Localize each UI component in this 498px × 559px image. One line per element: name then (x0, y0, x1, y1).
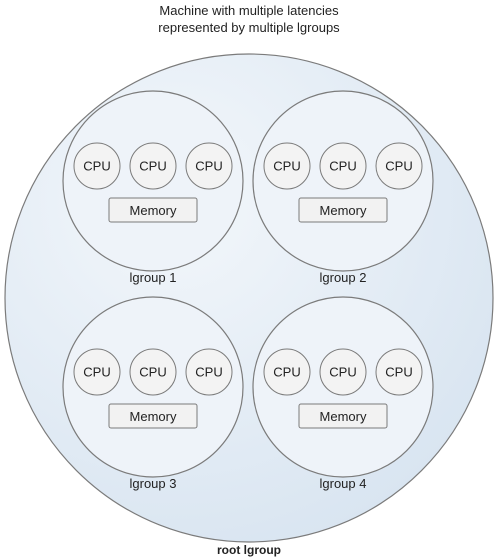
cpu-circle (263, 348, 311, 396)
lgroup-3: CPU CPU CPU Memory lgroup 3 (62, 296, 244, 491)
cpu-label: CPU (139, 159, 166, 174)
cpu-label: CPU (83, 365, 110, 380)
lgroup-label: lgroup 2 (320, 270, 367, 285)
cpu-circle (375, 348, 423, 396)
root-lgroup-label: root lgroup (217, 543, 281, 557)
memory-box (298, 403, 388, 429)
lgroups-layer: CPU CPU CPU Memory lgroup 1 CPU CPU CPU Memory lg… (62, 90, 434, 491)
cpu-label: CPU (385, 365, 412, 380)
cpu-label: CPU (385, 159, 412, 174)
memory-label: Memory (130, 203, 177, 218)
title-line-1: Machine with multiple latencies (159, 3, 339, 18)
cpu-label: CPU (139, 365, 166, 380)
memory-box (108, 403, 198, 429)
memory-label: Memory (320, 409, 367, 424)
cpu-circle (185, 142, 233, 190)
cpu-circle (319, 142, 367, 190)
cpu-label: CPU (273, 365, 300, 380)
cpu-label: CPU (273, 159, 300, 174)
cpu-circle (129, 348, 177, 396)
cpu-circle (185, 348, 233, 396)
title-line-2: represented by multiple lgroups (158, 20, 340, 35)
cpu-label: CPU (195, 159, 222, 174)
memory-box (108, 197, 198, 223)
cpu-circle (319, 348, 367, 396)
lgroup-label: lgroup 4 (320, 476, 367, 491)
cpu-label: CPU (329, 159, 356, 174)
cpu-circle (129, 142, 177, 190)
lgroup-1: CPU CPU CPU Memory lgroup 1 (62, 90, 244, 285)
cpu-label: CPU (83, 159, 110, 174)
cpu-circle (73, 142, 121, 190)
memory-box (298, 197, 388, 223)
cpu-circle (73, 348, 121, 396)
memory-label: Memory (320, 203, 367, 218)
lgroup-label: lgroup 3 (130, 476, 177, 491)
cpu-label: CPU (329, 365, 356, 380)
root-lgroup-circle (4, 53, 494, 543)
cpu-circle (263, 142, 311, 190)
cpu-circle (375, 142, 423, 190)
memory-label: Memory (130, 409, 177, 424)
lgroup-4: CPU CPU CPU Memory lgroup 4 (252, 296, 434, 491)
cpu-label: CPU (195, 365, 222, 380)
lgroup-2: CPU CPU CPU Memory lgroup 2 (252, 90, 434, 285)
lgroup-label: lgroup 1 (130, 270, 177, 285)
diagram-title: Machine with multiple latencies represen… (0, 2, 498, 36)
